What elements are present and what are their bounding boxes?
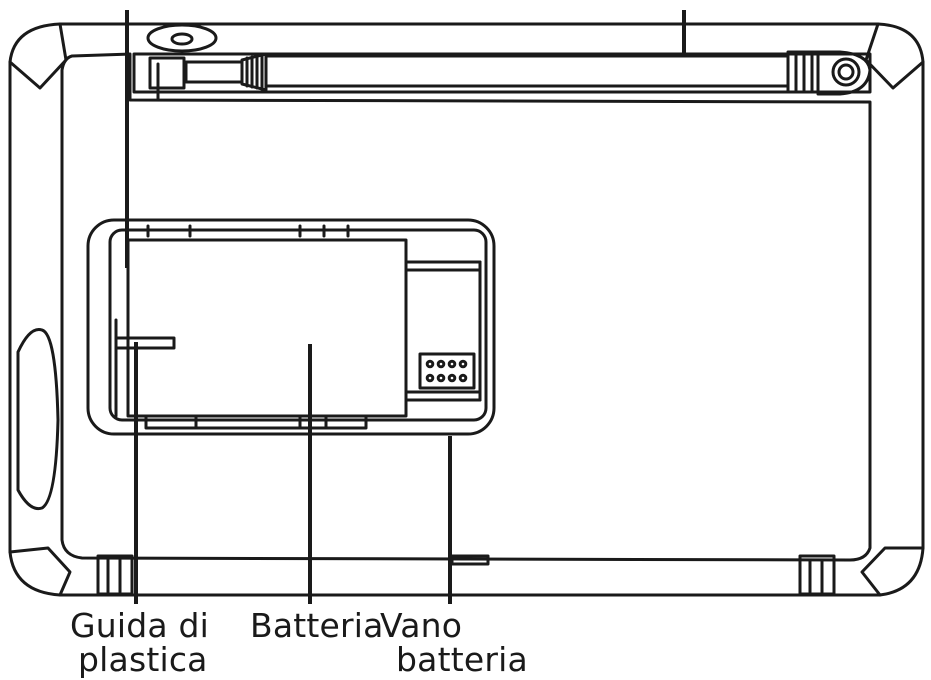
label-compartment-line2: batteria xyxy=(396,640,528,679)
foot-left xyxy=(96,554,134,596)
side-grip xyxy=(16,327,60,511)
corner-bumper-top-right xyxy=(864,22,925,90)
label-plastic-guide-line1: Guida di xyxy=(70,606,210,645)
label-compartment-line1: Vano xyxy=(380,606,463,645)
battery-connector xyxy=(404,260,482,402)
battery-compartment-inner xyxy=(108,228,488,422)
corner-bumper-bottom-right xyxy=(860,546,925,597)
battery-pack xyxy=(126,238,408,418)
compartment-top-rail xyxy=(146,224,350,238)
telescopic-antenna xyxy=(132,23,872,102)
housing-outer-outline xyxy=(8,22,925,597)
compartment-bottom-rail xyxy=(144,414,368,430)
battery-compartment-outline xyxy=(86,218,496,436)
label-battery: Batteria xyxy=(250,606,384,645)
corner-bumper-bottom-left xyxy=(8,546,72,597)
back-panel-outline xyxy=(60,52,872,562)
corner-bumper-top-left xyxy=(8,22,68,90)
plastic-guide xyxy=(114,318,176,418)
label-plastic-guide-line2: plastica xyxy=(78,640,208,679)
foot-right xyxy=(798,554,836,596)
